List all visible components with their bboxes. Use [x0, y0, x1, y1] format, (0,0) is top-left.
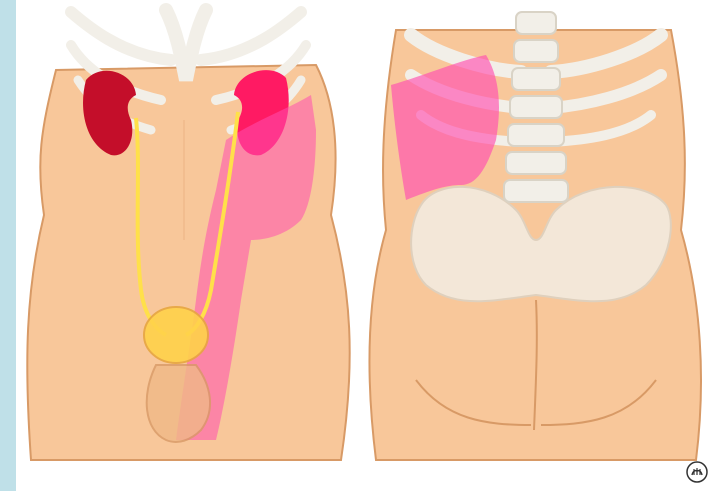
back-view — [369, 12, 701, 460]
left-border — [0, 0, 16, 491]
front-view — [27, 10, 349, 460]
bladder — [144, 307, 208, 363]
illustration-svg — [16, 0, 716, 491]
genital-outline — [147, 365, 210, 442]
publisher-logo-icon — [686, 461, 708, 483]
medical-illustration — [16, 0, 716, 491]
